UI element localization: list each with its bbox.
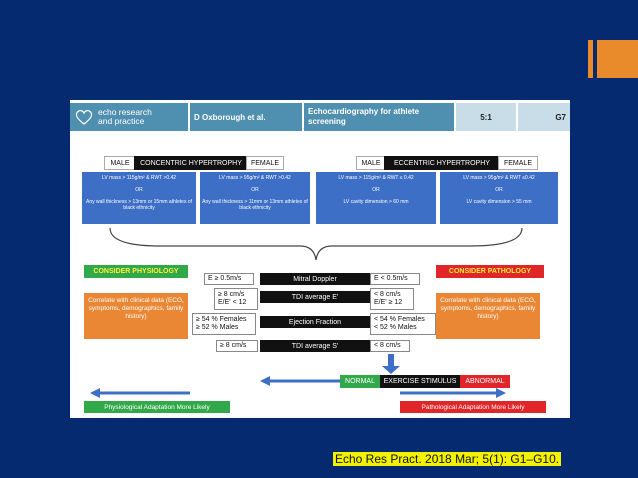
ejection-fraction-abnormal: < 54 % Females < 52 % Males: [370, 313, 436, 335]
ef-normal-females: ≥ 54 % Females: [196, 316, 247, 323]
physiological-adaptation: Physiological Adaptation More Likely: [84, 401, 230, 413]
tdi-e-normal-ratio: E/E' < 12: [218, 299, 247, 306]
criteria-line: LV mass > 115g/m² & RWT ≤ 0.42: [338, 175, 414, 181]
connector-lines: [90, 227, 523, 398]
criteria-line: LV mass > 95g/m² & RWT >0.42: [219, 175, 291, 181]
correlate-right: Correlate with clinical data (ECG, sympt…: [436, 293, 540, 339]
tag-eccentric-hypertrophy: ECCENTRIC HYPERTROPHY: [384, 156, 500, 170]
tdi-e-abnormal: < 8 cm/s E/E' ≥ 12: [370, 288, 414, 310]
consider-pathology: CONSIDER PATHOLOGY: [436, 265, 544, 278]
correlate-left: Correlate with clinical data (ECG, sympt…: [84, 293, 188, 339]
figure-citation: Echo Res Pract. 2018 Mar; 5(1): G1–G10.: [333, 452, 562, 466]
criteria-line: LV mass > 115g/m² & RWT >0.42: [101, 175, 177, 181]
criteria-concentric-male: LV mass > 115g/m² & RWT >0.42 OR Any wal…: [82, 172, 196, 224]
criteria-or: OR: [135, 187, 143, 193]
logo-line-1: echo research: [98, 107, 152, 117]
tdi-e-normal-value: ≥ 8 cm/s: [218, 291, 245, 298]
ef-abnormal-males: < 52 % Males: [374, 324, 417, 331]
exercise-stimulus-label: EXERCISE STIMULUS: [380, 375, 460, 388]
ejection-fraction-label: Ejection Fraction: [260, 316, 370, 328]
tag-male-left: MALE: [104, 156, 136, 170]
criteria-line: Any wall thickness > 11mm or 13mm athlet…: [202, 199, 308, 211]
ejection-fraction-normal: ≥ 54 % Females ≥ 52 % Males: [192, 313, 256, 335]
criteria-line: Any wall thickness > 13mm or 15mm athlet…: [85, 199, 192, 211]
figure-panel: echo research and practice D Oxborough e…: [70, 100, 570, 418]
criteria-line: LV cavity dimension > 55 mm: [466, 199, 532, 205]
pathological-adaptation: Pathological Adaptation More Likely: [400, 401, 546, 413]
criteria-line: LV mass > 95g/m² & RWT ≤0.42: [463, 175, 535, 181]
accent-bar-thin: [588, 40, 593, 78]
tag-female-left: FEMALE: [246, 156, 284, 170]
journal-logo: echo research and practice: [70, 103, 188, 131]
tdi-s-abnormal: < 8 cm/s: [370, 340, 410, 352]
criteria-or: OR: [372, 187, 380, 193]
header-page: G7: [518, 103, 570, 131]
header-author: D Oxborough et al.: [190, 103, 302, 131]
criteria-or: OR: [251, 187, 259, 193]
tag-female-right: FEMALE: [498, 156, 538, 170]
tdi-e-normal: ≥ 8 cm/s E/E' < 12: [214, 288, 258, 310]
mitral-doppler-normal: E ≥ 0.5m/s: [204, 273, 254, 285]
tdi-e-abnormal-value: < 8 cm/s: [374, 291, 401, 298]
heart-logo-icon: [75, 109, 93, 125]
header-issue: 5:1: [456, 103, 516, 131]
ef-abnormal-females: < 54 % Females: [374, 316, 425, 323]
tag-concentric-hypertrophy: CONCENTRIC HYPERTROPHY: [134, 156, 248, 170]
logo-line-2: and practice: [98, 116, 145, 126]
ef-normal-males: ≥ 52 % Males: [196, 324, 239, 331]
criteria-line: LV cavity dimension > 60 mm: [343, 199, 409, 205]
abnormal-label: ABNORMAL: [460, 375, 510, 388]
tdi-e-label: TDI average E': [260, 291, 370, 303]
criteria-concentric-female: LV mass > 95g/m² & RWT >0.42 OR Any wall…: [200, 172, 310, 224]
criteria-eccentric-female: LV mass > 95g/m² & RWT ≤0.42 OR LV cavit…: [440, 172, 558, 224]
tdi-s-normal: ≥ 8 cm/s: [216, 340, 258, 352]
mitral-doppler-abnormal: E < 0.5m/s: [370, 273, 420, 285]
normal-label: NORMAL: [340, 375, 380, 388]
header-title: Echocardiography for athlete screening: [304, 103, 454, 131]
criteria-or: OR: [495, 187, 503, 193]
tdi-s-label: TDI average S': [260, 340, 370, 352]
consider-physiology: CONSIDER PHYSIOLOGY: [84, 265, 188, 278]
tdi-e-abnormal-ratio: E/E' ≥ 12: [374, 299, 403, 306]
accent-bar-block: [597, 40, 638, 78]
mitral-doppler-label: Mitral Doppler: [260, 273, 370, 285]
criteria-eccentric-male: LV mass > 115g/m² & RWT ≤ 0.42 OR LV cav…: [316, 172, 436, 224]
